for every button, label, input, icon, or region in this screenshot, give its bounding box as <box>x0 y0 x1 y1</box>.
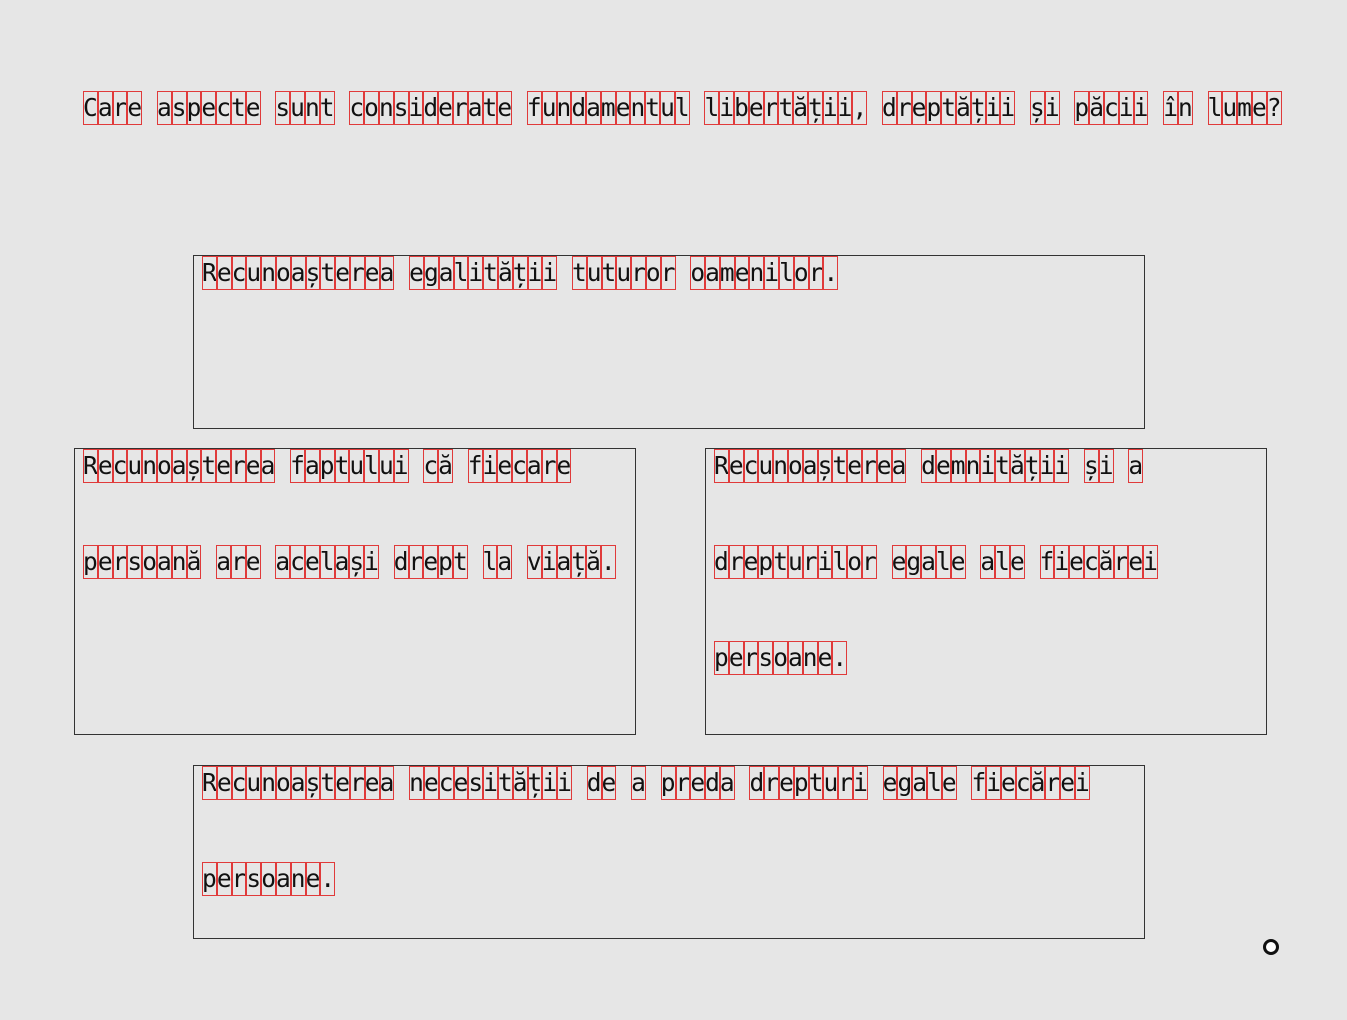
answer-option-1[interactable]: Recunoașterea egalității tuturor oamenil… <box>193 255 1145 429</box>
question-text: Care aspecte sunt considerate fundamentu… <box>83 91 1282 125</box>
answer-option-4[interactable]: Recunoașterea necesității de a preda dre… <box>193 765 1145 939</box>
answer-line: Recunoașterea egalității tuturor oamenil… <box>202 256 839 290</box>
answer-line: Recunoașterea faptului că fiecare <box>83 449 572 483</box>
answer-line: Recunoașterea demnității și a <box>714 449 1144 483</box>
answer-line: persoane. <box>714 641 848 675</box>
answer-line: Recunoașterea necesității de a preda dre… <box>202 766 1090 800</box>
answer-option-2[interactable]: Recunoașterea faptului că fiecare persoa… <box>74 448 636 735</box>
answer-line: persoane. <box>202 862 336 896</box>
circle-cursor-icon <box>1263 939 1279 955</box>
answer-line: persoană are același drept la viață. <box>83 545 616 579</box>
answer-line: drepturilor egale ale fiecărei <box>714 545 1158 579</box>
answer-option-3[interactable]: Recunoașterea demnității și a drepturilo… <box>705 448 1267 735</box>
